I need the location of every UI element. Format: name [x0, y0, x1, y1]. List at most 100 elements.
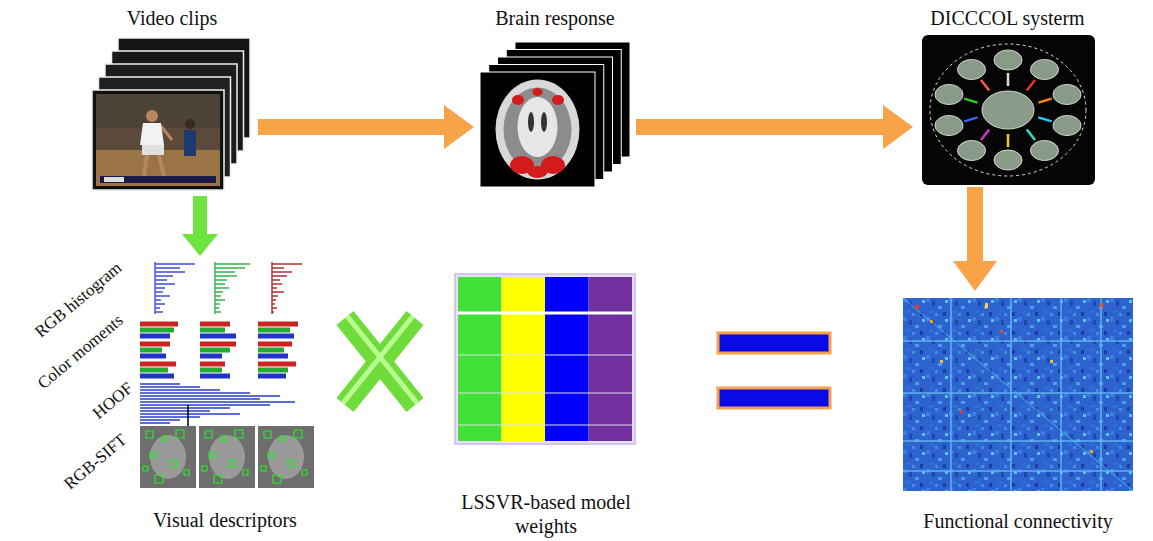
brain-axial-image — [512, 95, 524, 105]
basketball-scene — [96, 94, 220, 128]
panel-caption: Visual descriptors — [153, 508, 297, 532]
connection-arrow — [981, 129, 989, 140]
connectivity-matrix — [903, 470, 1133, 472]
brain-axial-image — [528, 166, 548, 178]
mini-brain — [935, 116, 963, 136]
basketball-scene — [144, 155, 164, 176]
mini-brain — [1031, 60, 1059, 80]
rgb-sift-images — [143, 430, 307, 483]
descriptor-label: HOOF — [89, 379, 138, 424]
basketball-scene — [96, 94, 220, 186]
connection-arrow — [1007, 73, 1010, 86]
flow-arrow — [258, 105, 474, 149]
connectivity-matrix — [903, 440, 1133, 442]
connection-arrow — [1027, 80, 1035, 91]
panel-caption: Functional connectivity — [923, 509, 1112, 533]
rgb-sift-images — [140, 426, 314, 488]
brain-axial-image — [496, 80, 580, 180]
weight-matrix — [458, 277, 502, 441]
basketball-scene — [100, 176, 216, 183]
connection-arrow — [1038, 99, 1051, 103]
weight-matrix — [589, 277, 633, 441]
basketball-scene — [96, 94, 220, 186]
brain-axial-image — [533, 88, 543, 96]
basketball-scene — [185, 119, 195, 129]
connectivity-matrix — [1000, 330, 1003, 333]
image-panel: Video clips — [88, 6, 256, 194]
image-panel: Functional connectivity — [900, 293, 1136, 533]
flow-arrow — [636, 105, 913, 149]
figure-background — [922, 35, 1095, 185]
brain-axial-image — [496, 80, 580, 180]
basketball-scene — [104, 177, 124, 182]
hoof-histogram — [140, 384, 295, 423]
image-panel: Visual descriptors — [130, 258, 320, 532]
rgb-histogram — [155, 262, 195, 314]
basketball-scene — [140, 123, 164, 145]
connectivity-matrix — [940, 360, 943, 363]
equals-sign — [718, 333, 830, 353]
basketball-scene — [96, 150, 220, 186]
image-panel: LSSVR-based model weights — [440, 272, 652, 538]
weight-matrix — [545, 277, 589, 441]
connection-arrow — [1007, 134, 1010, 147]
weight-matrix — [458, 355, 632, 425]
equals-sign — [718, 333, 830, 408]
basketball-scene — [146, 110, 158, 122]
rgb-sift-images — [199, 426, 255, 488]
multiply-sign — [343, 316, 417, 403]
panel-caption: DICCCOL systerm — [930, 6, 1084, 30]
mini-brain — [982, 91, 1034, 129]
connectivity-matrix — [950, 298, 952, 491]
color-moments — [140, 324, 298, 376]
panel-caption: LSSVR-based model weights — [446, 490, 646, 538]
rgb-sift-images — [258, 426, 314, 488]
weight-matrix — [502, 277, 546, 441]
flow-arrow — [182, 196, 218, 256]
brain-axial-image — [518, 97, 558, 157]
brain-axial-image — [552, 95, 564, 105]
color-moments — [140, 336, 294, 376]
connection-arrow — [981, 80, 989, 91]
mini-brain — [958, 141, 986, 161]
mini-brain — [935, 50, 1081, 170]
weight-matrix — [455, 274, 635, 444]
basketball-scene — [184, 130, 196, 156]
connectivity-matrix — [985, 303, 988, 308]
connectivity-matrix — [1050, 360, 1053, 363]
mini-brain — [994, 50, 1022, 70]
rgb-histogram — [155, 262, 302, 314]
connectivity-matrix — [903, 298, 1133, 491]
mini-brain — [1031, 141, 1059, 161]
flow-arrow — [953, 187, 997, 291]
mini-brain — [1053, 116, 1081, 136]
connectivity-matrix — [1100, 298, 1102, 491]
rgb-histogram — [215, 262, 250, 314]
multiply-sign — [343, 316, 417, 405]
connectivity-matrix — [1010, 298, 1012, 491]
connection-arrow — [1027, 129, 1035, 140]
weight-matrix — [458, 312, 632, 315]
connection-arrow — [1038, 117, 1051, 121]
brain-axial-image — [541, 112, 547, 132]
weight-matrix — [455, 274, 635, 444]
multiply-sign — [345, 318, 415, 405]
mini-brain — [958, 60, 986, 80]
mini-brain — [935, 85, 963, 105]
connectivity-matrix — [903, 392, 1133, 394]
brain-slice-stack — [480, 42, 630, 187]
video-frame-stack — [92, 38, 250, 190]
mini-brain — [1053, 85, 1081, 105]
connectivity-matrix — [1090, 450, 1093, 453]
descriptor-label: RGB-SIFT — [60, 430, 131, 494]
connectivity-matrix — [960, 410, 963, 413]
connectivity-matrix — [915, 305, 919, 309]
panel-caption: Video clips — [127, 6, 217, 30]
connectivity-matrix — [1100, 303, 1103, 308]
connectivity-matrix — [903, 298, 1133, 491]
brain-axial-image — [528, 112, 534, 132]
image-panel: Brain response — [476, 6, 634, 195]
rgb-histogram — [272, 262, 302, 314]
basketball-scene — [142, 145, 164, 155]
rgb-sift-images — [140, 426, 196, 488]
